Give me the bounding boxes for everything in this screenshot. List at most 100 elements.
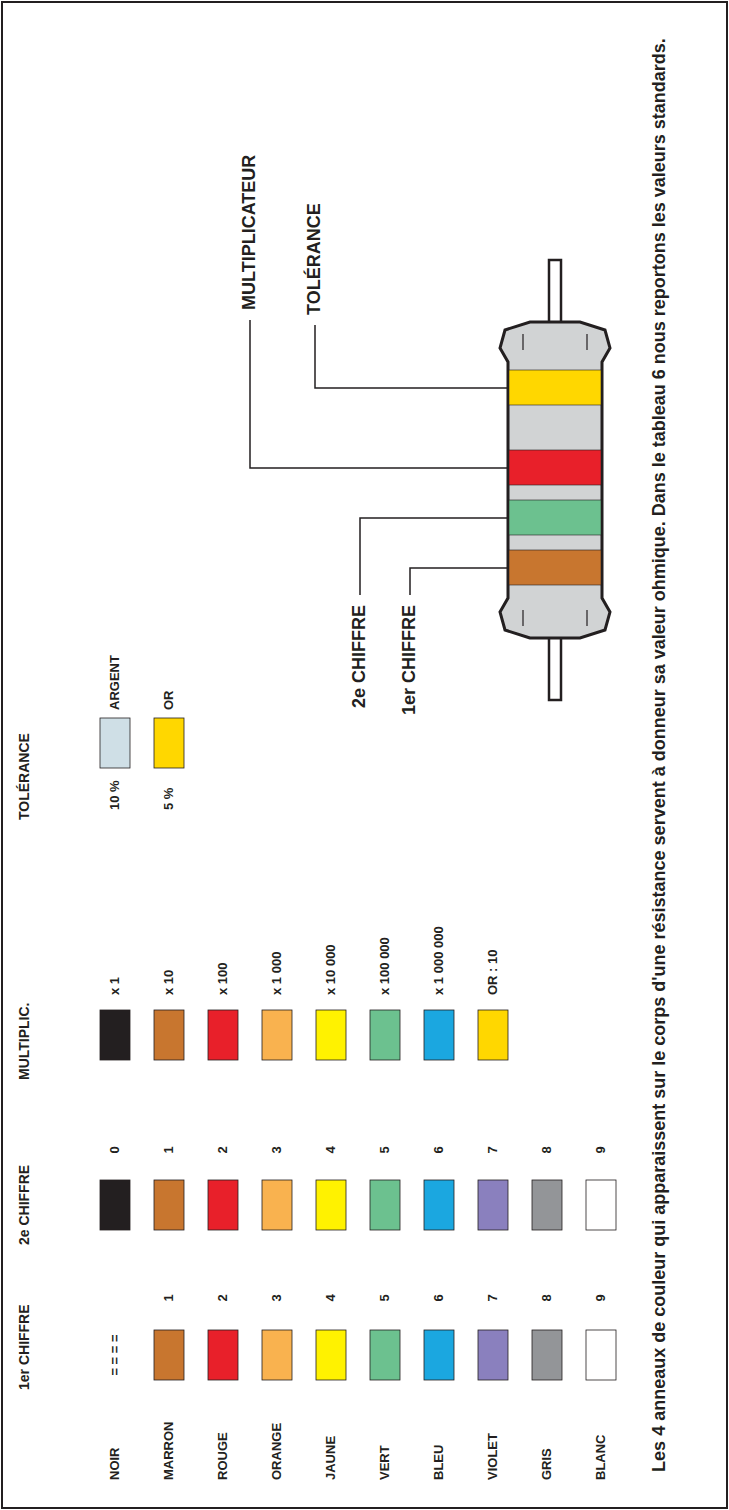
color-swatch [208, 1010, 238, 1060]
color-swatch [262, 1010, 292, 1060]
color-band [509, 450, 601, 485]
color-swatch [532, 1330, 562, 1380]
color-swatch [316, 1010, 346, 1060]
table-cell: 1 [162, 1294, 176, 1301]
color-swatch [316, 1180, 346, 1230]
band-label: TOLÉRANCE [305, 203, 325, 315]
table-cell: x 100 000 [378, 937, 392, 995]
column-header: TOLÉRANCE [17, 733, 32, 820]
table-cell: 1 [162, 1146, 176, 1153]
cap-line [522, 610, 523, 626]
table-cell: x 1 000 [270, 952, 284, 995]
resistor-symbol [500, 260, 610, 700]
table-cell: x 10 000 [324, 944, 338, 995]
color-swatch [154, 718, 184, 768]
cap-line [522, 334, 523, 350]
table-cell: 2 [216, 1146, 230, 1153]
table-cell: OR : 10 [486, 949, 500, 995]
color-swatch [478, 1010, 508, 1060]
color-swatch [262, 1330, 292, 1380]
table-cell: 6 [432, 1146, 446, 1153]
color-swatch [100, 1010, 130, 1060]
resistor-body [500, 322, 610, 638]
cap-line [586, 610, 587, 626]
color-swatch [478, 1330, 508, 1380]
color-swatch [424, 1180, 454, 1230]
color-swatch [586, 1330, 616, 1380]
color-swatch [100, 1180, 130, 1230]
color-name: GRIS [540, 1448, 554, 1480]
color-bands [509, 370, 601, 585]
table-cell: 9 [594, 1146, 608, 1153]
band-label: 1er CHIFFRE [400, 605, 420, 715]
color-swatch [478, 1180, 508, 1230]
leader-lines [250, 320, 508, 595]
color-swatch [154, 1010, 184, 1060]
color-name: BLANC [594, 1435, 608, 1481]
table-cell: 5 [378, 1294, 392, 1301]
table-cell: = = = = [108, 1334, 122, 1375]
color-swatch [424, 1330, 454, 1380]
color-name: ARGENT [108, 655, 122, 710]
leader-line [315, 325, 508, 388]
color-name: VERT [378, 1445, 392, 1480]
column-header: 1er CHIFFRE [17, 1304, 32, 1390]
color-swatch [154, 1180, 184, 1230]
swatch-table [100, 718, 616, 1380]
color-name: ROUGE [216, 1432, 230, 1480]
color-name: JAUNE [324, 1436, 338, 1480]
table-cell: 4 [324, 1146, 338, 1153]
color-swatch [370, 1180, 400, 1230]
color-name: MARRON [162, 1422, 176, 1481]
band-label: 2e CHIFFRE [350, 605, 370, 708]
table-cell: 3 [270, 1146, 284, 1153]
color-band [509, 550, 601, 585]
lead-wire [549, 636, 561, 700]
color-swatch [208, 1330, 238, 1380]
color-name: BLEU [432, 1445, 446, 1480]
table-cell: 6 [432, 1294, 446, 1301]
color-swatch [100, 718, 130, 768]
table-cell: 5 [378, 1146, 392, 1153]
color-swatch [208, 1180, 238, 1230]
table-cell: 10 % [108, 780, 122, 810]
table-cell: 3 [270, 1294, 284, 1301]
column-header: 2e CHIFFRE [17, 1165, 32, 1245]
cap-line [586, 334, 587, 350]
color-name: ORANGE [270, 1423, 284, 1480]
table-cell: x 10 [162, 970, 176, 995]
color-swatch [154, 1330, 184, 1380]
color-name: NOIR [108, 1448, 122, 1481]
color-name: VIOLET [486, 1433, 500, 1480]
table-cell: 2 [216, 1294, 230, 1301]
leader-line [250, 320, 508, 468]
leader-line [360, 518, 508, 595]
color-swatch [370, 1330, 400, 1380]
band-label: MULTIPLICATEUR [240, 155, 260, 310]
caption: Les 4 anneaux de couleur qui apparaissen… [646, 35, 674, 1475]
table-cell: 8 [540, 1294, 554, 1301]
table-cell: 7 [486, 1146, 500, 1153]
table-cell: x 1 [108, 977, 122, 995]
color-band [509, 370, 601, 405]
color-swatch [370, 1010, 400, 1060]
table-cell: 8 [540, 1146, 554, 1153]
table-cell: 5 % [162, 788, 176, 810]
table-cell: 7 [486, 1294, 500, 1301]
color-name: OR [162, 691, 176, 711]
table-cell: 4 [324, 1294, 338, 1301]
table-cell: 9 [594, 1294, 608, 1301]
lead-wire [549, 260, 561, 324]
table-cell: 0 [108, 1146, 122, 1153]
color-swatch [424, 1010, 454, 1060]
color-swatch [586, 1180, 616, 1230]
color-swatch [532, 1180, 562, 1230]
leader-line [410, 568, 508, 595]
table-cell: x 1 000 000 [432, 926, 446, 995]
color-swatch [316, 1330, 346, 1380]
color-band [509, 500, 601, 535]
column-header: MULTIPLIC. [17, 1002, 32, 1080]
color-swatch [262, 1180, 292, 1230]
